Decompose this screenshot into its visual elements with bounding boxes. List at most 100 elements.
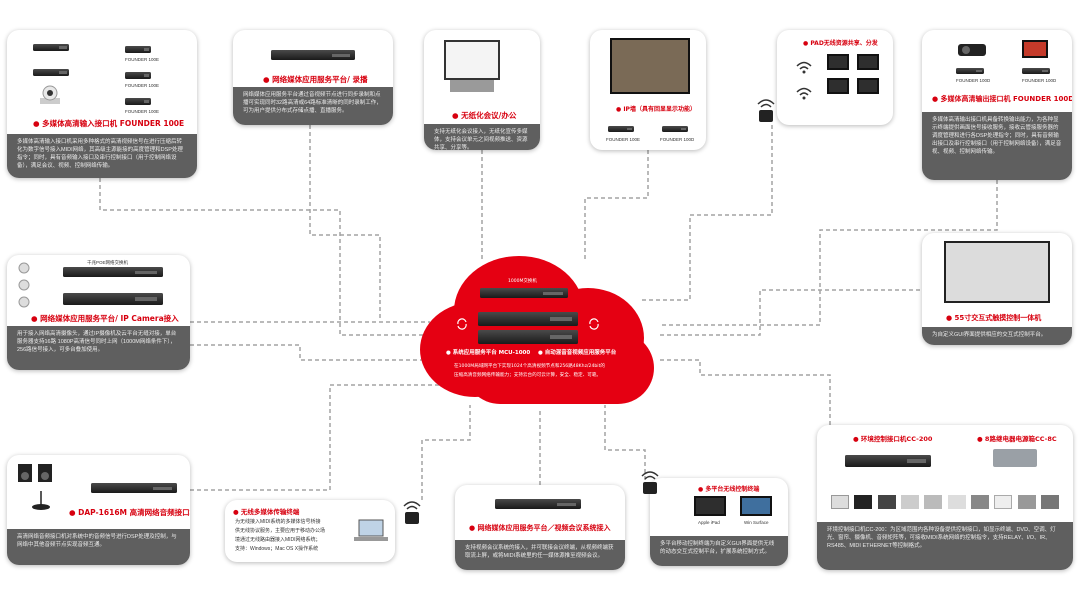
poe-switch-device bbox=[63, 267, 163, 277]
card-title: ● 55寸交互式触摸控制一体机 bbox=[946, 313, 1041, 323]
mcu-platform-label: ● 系统应用服务平台 MCU-1000 bbox=[446, 348, 530, 356]
card-audio-interface: ● DAP-1616M 高清网络音频接口机 高清网络音频接口机对系统中的音频信号… bbox=[7, 455, 190, 565]
microphone-icon bbox=[29, 489, 53, 511]
card-ip-wall: ● IP墙（具有回显显示功能） FOUNDER 100E FOUNDER 100… bbox=[590, 30, 706, 150]
card-input-interface: FOUNDER 100E FOUNDER 100E FOUNDER 100E ●… bbox=[7, 30, 197, 178]
card-description: 网络媒体应用服务平台通过音视频节点进行同步录制和点播可实现同时32路高清或64路… bbox=[233, 87, 393, 125]
speaker-icon bbox=[17, 463, 33, 483]
founder-100d-device bbox=[662, 126, 688, 132]
founder-100e-device bbox=[125, 46, 151, 53]
camera-icon bbox=[854, 495, 872, 509]
card-title: ● 环境控制接口机CC-200 bbox=[853, 433, 932, 443]
sync-arrows-icon bbox=[456, 318, 468, 330]
matrix-icon bbox=[1018, 495, 1036, 509]
card-description: 高清网络音频接口机对系统中的音频信号进行DSP处理及控制，与网络中其他音频节点实… bbox=[7, 529, 190, 565]
audio-server-device bbox=[478, 330, 578, 344]
surface-screen bbox=[740, 496, 772, 516]
card-output-interface: FOUNDER 100D FOUNDER 100D ● 多媒体高清输出接口机 F… bbox=[922, 30, 1072, 180]
ipad-screen bbox=[694, 496, 726, 516]
card-pad-sharing: ● PAD无线资源共享、分发 bbox=[777, 30, 893, 125]
projector-lift-icon bbox=[971, 495, 989, 509]
card-video-conference: ● 网络媒体应用服务平台／视频会议系统接入 支持视频会议系统的接入，并可联接会议… bbox=[455, 485, 625, 570]
card-title: ● IP墙（具有回显显示功能） bbox=[616, 104, 696, 113]
dap-audio-device bbox=[91, 483, 177, 493]
central-platform-cloud: 1000M交换机 ● 系统应用服务平台 MCU-1000 ● 自动混音音视频应用… bbox=[420, 248, 662, 408]
projector-icon bbox=[956, 40, 988, 58]
wifi-icon bbox=[795, 60, 813, 74]
air-conditioner-icon bbox=[994, 495, 1012, 509]
mcu-server-device bbox=[478, 312, 578, 326]
card-title: ● DAP-1616M 高清网络音频接口机 bbox=[69, 507, 190, 518]
card-text-line: 境通过无线路由器接入MIDI网络系统； bbox=[235, 536, 321, 543]
platform-desc-line2: 压缩高清音频网络传输能力；支持云台的可云计算，安全、稳定、可靠。 bbox=[454, 372, 601, 378]
founder-100e-device bbox=[125, 72, 151, 79]
projector-icon bbox=[831, 495, 849, 509]
recording-server-device bbox=[271, 50, 355, 60]
curtain-icon bbox=[924, 495, 942, 509]
card-description: 多媒体高清输入接口机采用多种格式的高清视频信号在进行压缩后转化为数字信号接入MI… bbox=[7, 134, 197, 178]
card-title: ● 网络媒体应用服务平台／视频会议系统接入 bbox=[469, 523, 611, 533]
pad-screen bbox=[857, 54, 879, 70]
card-text-line: 供无线协议服务，主要应用于移动办公场 bbox=[235, 527, 325, 534]
card-text-line: 为无线接入MIDI系统的多媒体信号桥接 bbox=[235, 518, 321, 525]
controlled-devices-row bbox=[831, 495, 1059, 509]
card-description: 多平台移动控制终端为自定义GUI界面提供无线的动态交互式控制平台，扩展系统控制方… bbox=[650, 536, 788, 566]
encoder-device bbox=[33, 69, 69, 76]
founder-100d-device bbox=[956, 68, 984, 74]
card-title: ● 多平台无线控制终端 bbox=[698, 484, 759, 493]
device-caption: FOUNDER 100E bbox=[606, 137, 640, 142]
ip-camera-icon bbox=[17, 261, 31, 309]
cc200-device bbox=[845, 455, 931, 467]
device-caption: FOUNDER 100E bbox=[125, 83, 159, 88]
card-title: ● 网络媒体应用服务平台/ 录播 bbox=[263, 74, 368, 85]
card-environment-control: ● 环境控制接口机CC-200 ● 8路继电器电源箱CC-8C 环境控制接口机C… bbox=[817, 425, 1073, 570]
device-caption: FOUNDER 100D bbox=[956, 78, 990, 83]
wireless-access-point-icon bbox=[398, 498, 426, 528]
card-title: ● 多媒体高清输出接口机 FOUNDER 100D bbox=[932, 94, 1072, 104]
card-title: ● 多媒体高清输入接口机 FOUNDER 100E bbox=[33, 118, 184, 129]
display-icon bbox=[878, 495, 896, 509]
card-title: ● 网络媒体应用服务平台/ IP Camera接入 bbox=[31, 313, 179, 324]
card-title: ● 无纸化会议/办公 bbox=[452, 110, 516, 121]
wifi-icon bbox=[795, 86, 813, 100]
display-screen bbox=[1022, 40, 1048, 58]
touch-display-screen bbox=[944, 241, 1050, 303]
device-caption: FOUNDER 100D bbox=[660, 137, 694, 142]
paperless-terminal-screen bbox=[444, 40, 500, 80]
card-wireless-terminal: ● 无线多媒体传输终端 为无线接入MIDI系统的多媒体信号桥接 供无线协议服务，… bbox=[225, 500, 395, 562]
light-icon bbox=[948, 495, 966, 509]
card-description: 为自定义GUI界面提供相应的交互式控制平台。 bbox=[922, 327, 1072, 345]
encoder-device bbox=[33, 44, 69, 51]
wireless-access-point-icon bbox=[752, 96, 780, 126]
terminal-base bbox=[450, 80, 494, 92]
network-switch-device bbox=[480, 288, 568, 298]
sync-arrows-icon bbox=[588, 318, 600, 330]
founder-100e-device bbox=[125, 98, 151, 105]
device-caption: FOUNDER 100E bbox=[125, 109, 159, 114]
switch-label: 1000M交换机 bbox=[508, 278, 537, 284]
card-text-line: 支持：Windows；Mac OS X操作系统 bbox=[235, 545, 318, 552]
device-caption: Win Surface bbox=[744, 520, 769, 525]
card-description: 支持视频会议系统的接入，并可联接会议终端，从视频终端获取流上屏，或将MIDI系统… bbox=[455, 540, 625, 570]
pad-screen bbox=[827, 54, 849, 70]
card-title: ● 无线多媒体传输终端 bbox=[233, 506, 299, 516]
pad-screen bbox=[827, 78, 849, 94]
card-control-terminal: ● 多平台无线控制终端 Apple iPad Win Surface 多平台移动… bbox=[650, 478, 788, 566]
card-interactive-display: ● 55寸交互式触摸控制一体机 为自定义GUI界面提供相应的交互式控制平台。 bbox=[922, 233, 1072, 345]
device-caption: FOUNDER 100D bbox=[1022, 78, 1056, 83]
ptz-camera-icon bbox=[37, 85, 63, 105]
card-description: 环境控制接口机CC-200：为区域范围内各种设备提供控制接口，如显示终端、DVD… bbox=[817, 522, 1073, 570]
dvd-icon bbox=[1041, 495, 1059, 509]
device-caption: FOUNDER 100E bbox=[125, 57, 159, 62]
card-title: ● 8路继电器电源箱CC-8C bbox=[977, 433, 1057, 443]
laptop-icon bbox=[353, 518, 389, 544]
founder-100e-device bbox=[608, 126, 634, 132]
card-ip-camera: 千兆POE网络交换机 ● 网络媒体应用服务平台/ IP Camera接入 用于接… bbox=[7, 255, 190, 370]
device-caption: Apple iPad bbox=[698, 520, 720, 525]
card-title: ● PAD无线资源共享、分发 bbox=[803, 38, 878, 47]
audio-platform-label: ● 自动混音音视频应用服务平台 bbox=[538, 348, 616, 356]
card-recorder: ● 网络媒体应用服务平台/ 录播 网络媒体应用服务平台通过音视频节点进行同步录制… bbox=[233, 30, 393, 125]
wireless-access-point-icon bbox=[636, 468, 664, 498]
card-description: 用于接入网络高清摄像头，通过IP摄像机及云平台无缝对接，单台服务器支持16路 1… bbox=[7, 326, 190, 370]
founder-100d-device bbox=[1022, 68, 1050, 74]
